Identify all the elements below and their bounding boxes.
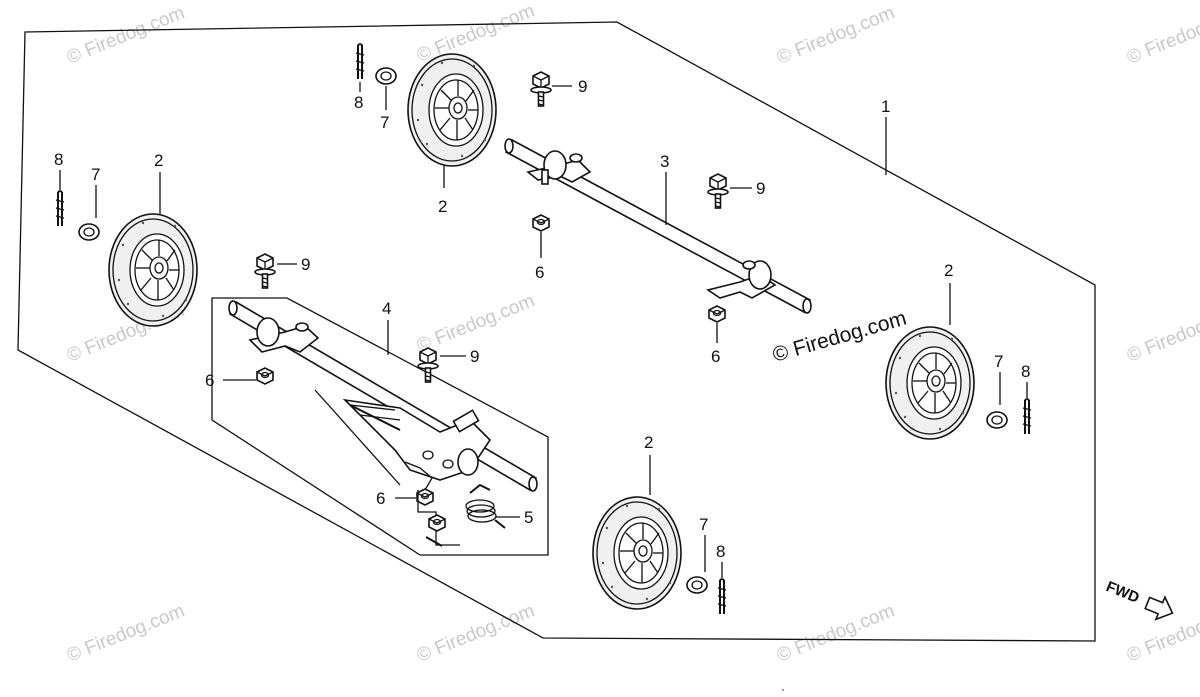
- washer-icon: [986, 411, 1008, 429]
- callout-bolt: 9: [756, 179, 765, 198]
- washer-icon: [78, 223, 100, 241]
- watermark: © Firedog.com: [414, 0, 538, 66]
- watermark: © Firedog.com: [64, 600, 188, 666]
- callout-washer: 7: [91, 165, 100, 184]
- callout-front-axle: 3: [660, 152, 669, 171]
- scan-mark: [782, 689, 784, 691]
- callout-pin: 8: [716, 542, 725, 561]
- callout-nut: 6: [376, 489, 385, 508]
- copyright-notice: © Firedog.com: [770, 307, 909, 367]
- callout-bolt: 9: [470, 347, 479, 366]
- callout-nut: 6: [205, 371, 214, 390]
- callout-nut: 6: [535, 263, 544, 282]
- nut-icon: [256, 367, 274, 385]
- callout-pin: 8: [354, 93, 363, 112]
- watermark: © Firedog.com: [64, 2, 188, 68]
- wheel-icon: [592, 496, 682, 610]
- watermark: © Firedog.com: [774, 600, 898, 666]
- callout-washer: 7: [994, 352, 1003, 371]
- callout-spring: 5: [524, 508, 533, 527]
- nut-icon: [428, 514, 446, 532]
- callout-washer: 7: [380, 113, 389, 132]
- callout-pin: 8: [1021, 362, 1030, 381]
- callout-bolt: 9: [578, 77, 587, 96]
- split-pin-icon: [717, 578, 727, 615]
- spring-icon: [465, 483, 506, 529]
- watermark: © Firedog.com: [1124, 2, 1200, 68]
- front-axle-shaft: [504, 138, 812, 314]
- fwd-label: FWD: [1104, 578, 1142, 607]
- arrow-right-icon: [1144, 595, 1174, 621]
- washer-icon: [686, 576, 708, 594]
- rear-axle-frame: [211, 297, 549, 556]
- split-pin-icon: [1022, 398, 1032, 435]
- watermark: © Firedog.com: [414, 600, 538, 666]
- bolt-icon: [254, 253, 276, 289]
- wheel-icon: [885, 326, 975, 440]
- callout-washer: 7: [699, 515, 708, 534]
- assembly-frame: [17, 21, 1096, 642]
- callout-wheel: 2: [154, 151, 163, 170]
- rear-axle-shaft: [228, 300, 538, 492]
- watermark: © Firedog.com: [774, 2, 898, 68]
- callout-nut: 6: [711, 347, 720, 366]
- callout-wheel: 2: [644, 433, 653, 452]
- bolt-icon: [530, 71, 552, 107]
- washer-icon: [375, 67, 397, 85]
- nut-icon: [416, 488, 434, 506]
- watermark: © Firedog.com: [1124, 300, 1200, 366]
- callout-pin: 8: [54, 150, 63, 169]
- callout-bolt: 9: [301, 255, 310, 274]
- split-pin-icon: [355, 43, 365, 80]
- wheel-icon: [108, 213, 198, 327]
- split-pin-icon: [55, 190, 65, 227]
- callout-wheel: 2: [438, 197, 447, 216]
- small-pin-icon: [425, 536, 443, 547]
- wheel-icon: [407, 53, 497, 167]
- callout-rear-axle: 4: [382, 299, 391, 318]
- callout-wheel: 2: [944, 261, 953, 280]
- nut-icon: [532, 214, 550, 232]
- forward-direction-indicator: FWD: [1104, 578, 1174, 621]
- nut-icon: [708, 305, 726, 323]
- callout-assembly: 1: [881, 97, 890, 116]
- bolt-icon: [707, 173, 729, 209]
